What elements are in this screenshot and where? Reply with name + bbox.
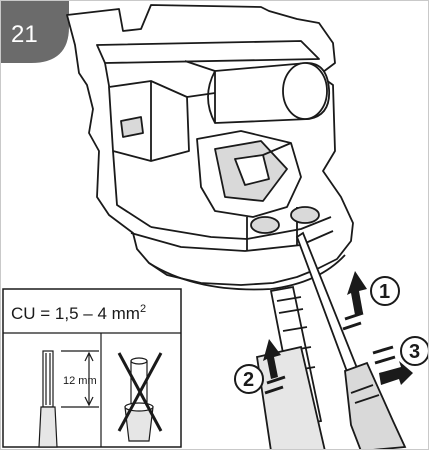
callout-2-number: 2	[243, 369, 254, 391]
cable	[255, 285, 326, 449]
callout-1: 1	[342, 271, 400, 331]
callout-2: 2	[234, 339, 286, 395]
step-number: 21	[11, 21, 38, 48]
stripped-wire-correct	[38, 350, 99, 448]
screwdriver	[295, 231, 407, 449]
cross-out-icon	[117, 352, 163, 432]
cross-section-exponent: 2	[140, 303, 146, 315]
strip-length-label: 12 mm	[63, 375, 97, 387]
callout-1-number: 1	[379, 281, 390, 303]
callout-3-number: 3	[409, 341, 420, 363]
callout-3: 3	[372, 336, 428, 385]
step-badge: 21	[1, 1, 69, 63]
cross-section-spec: CU = 1,5 – 4 mm2	[11, 303, 146, 323]
cross-section-formula: CU = 1,5 – 4 mm	[11, 304, 140, 323]
spec-box: CU = 1,5 – 4 mm2 12 mm	[2, 288, 182, 448]
connector-housing	[66, 4, 354, 291]
